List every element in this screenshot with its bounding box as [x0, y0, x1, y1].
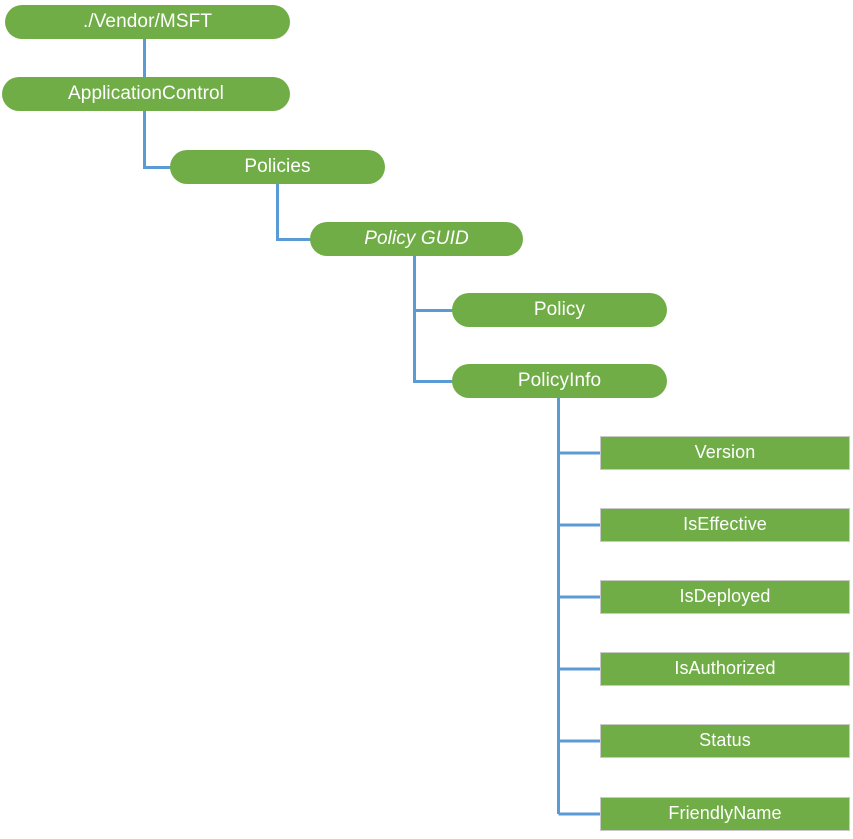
- node-policies[interactable]: Policies: [170, 150, 385, 184]
- node-vendor-msft[interactable]: ./Vendor/MSFT: [5, 5, 290, 39]
- node-version[interactable]: Version: [600, 436, 850, 470]
- node-label-policy-guid: Policy GUID: [364, 227, 469, 249]
- node-label-policy-info: PolicyInfo: [517, 369, 602, 391]
- edge-policyguid-to-policyinfo: [413, 256, 453, 383]
- node-is-effective[interactable]: IsEffective: [600, 508, 850, 542]
- node-label-is-deployed: IsDeployed: [679, 586, 771, 607]
- node-policy[interactable]: Policy: [452, 293, 667, 327]
- node-friendly-name[interactable]: FriendlyName: [600, 797, 850, 831]
- node-label-is-effective: IsEffective: [683, 514, 767, 535]
- node-application-control[interactable]: ApplicationControl: [2, 77, 290, 111]
- node-policy-guid[interactable]: Policy GUID: [310, 222, 523, 256]
- node-label-status: Status: [699, 730, 751, 751]
- node-label-policy: Policy: [533, 298, 586, 320]
- node-label-version: Version: [694, 442, 756, 463]
- node-label-friendly-name: FriendlyName: [668, 803, 782, 824]
- edge-policyguid-to-policy: [413, 256, 453, 312]
- node-is-authorized[interactable]: IsAuthorized: [600, 652, 850, 686]
- node-label-is-authorized: IsAuthorized: [674, 658, 776, 679]
- edge-policies-to-policyguid: [276, 184, 311, 241]
- edge-applicationcontrol-to-policies: [143, 110, 171, 169]
- node-status[interactable]: Status: [600, 724, 850, 758]
- node-is-deployed[interactable]: IsDeployed: [600, 580, 850, 614]
- node-label-vendor-msft: ./Vendor/MSFT: [82, 10, 213, 32]
- node-label-application-control: ApplicationControl: [68, 82, 224, 104]
- node-label-policies: Policies: [244, 155, 311, 177]
- node-policy-info[interactable]: PolicyInfo: [452, 364, 667, 398]
